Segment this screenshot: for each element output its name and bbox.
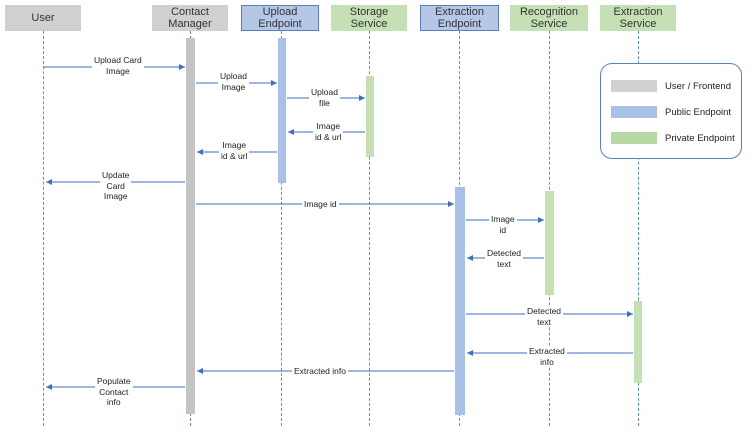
lifeline-extraction-service bbox=[638, 31, 639, 426]
message-label: Populate Contact info bbox=[95, 376, 133, 408]
message-label: Extracted info bbox=[527, 346, 567, 367]
legend-item-public-endpoint: Public Endpoint bbox=[611, 106, 731, 118]
message-label: Image id & url bbox=[313, 121, 344, 142]
participant-user: User bbox=[5, 5, 81, 31]
participant-label: Extraction Endpoint bbox=[435, 6, 484, 30]
legend-swatch bbox=[611, 132, 657, 144]
participant-label: Recognition Service bbox=[519, 6, 579, 30]
participant-recognition-service: Recognition Service bbox=[510, 5, 588, 31]
message-label: Image id & url bbox=[219, 140, 250, 161]
legend: User / Frontend Public Endpoint Private … bbox=[600, 63, 742, 159]
message-label: Upload Card Image bbox=[92, 55, 144, 76]
activation-extraction-service bbox=[634, 301, 642, 383]
lifeline-upload-endpoint bbox=[281, 31, 282, 426]
participant-label: Contact Manager bbox=[168, 6, 212, 30]
message-label: Extracted info bbox=[292, 366, 348, 377]
message-label: Upload Image bbox=[218, 71, 249, 92]
legend-item-user-frontend: User / Frontend bbox=[611, 80, 731, 92]
legend-item-private-endpoint: Private Endpoint bbox=[611, 132, 735, 144]
participant-storage-service: Storage Service bbox=[331, 5, 407, 31]
message-label: Detected text bbox=[485, 248, 524, 269]
activation-contact-manager bbox=[186, 38, 195, 414]
participant-label: Storage Service bbox=[349, 6, 389, 30]
participant-label: User bbox=[31, 12, 55, 24]
activation-upload-endpoint bbox=[278, 38, 286, 183]
activation-extraction-endpoint bbox=[455, 187, 465, 415]
message-label: Image id bbox=[302, 199, 339, 210]
participant-contact-manager: Contact Manager bbox=[152, 5, 228, 31]
lifeline-user bbox=[43, 31, 44, 426]
participant-upload-endpoint: Upload Endpoint bbox=[241, 5, 319, 31]
activation-recognition-service bbox=[545, 191, 554, 295]
activation-storage-service bbox=[366, 76, 374, 157]
participant-extraction-service: Extraction Service bbox=[600, 5, 676, 31]
message-label: Update Card Image bbox=[100, 170, 132, 202]
message-label: Image id bbox=[489, 214, 517, 235]
legend-swatch bbox=[611, 80, 657, 92]
legend-label: User / Frontend bbox=[665, 80, 731, 92]
legend-label: Private Endpoint bbox=[665, 132, 735, 144]
participant-extraction-endpoint: Extraction Endpoint bbox=[420, 5, 499, 31]
legend-label: Public Endpoint bbox=[665, 106, 732, 118]
participant-label: Upload Endpoint bbox=[258, 6, 302, 30]
message-label: Upload file bbox=[309, 87, 340, 108]
legend-swatch bbox=[611, 106, 657, 118]
lifeline-storage-service bbox=[369, 31, 370, 426]
message-label: Detected text bbox=[525, 306, 564, 327]
participant-label: Extraction Service bbox=[613, 6, 663, 30]
